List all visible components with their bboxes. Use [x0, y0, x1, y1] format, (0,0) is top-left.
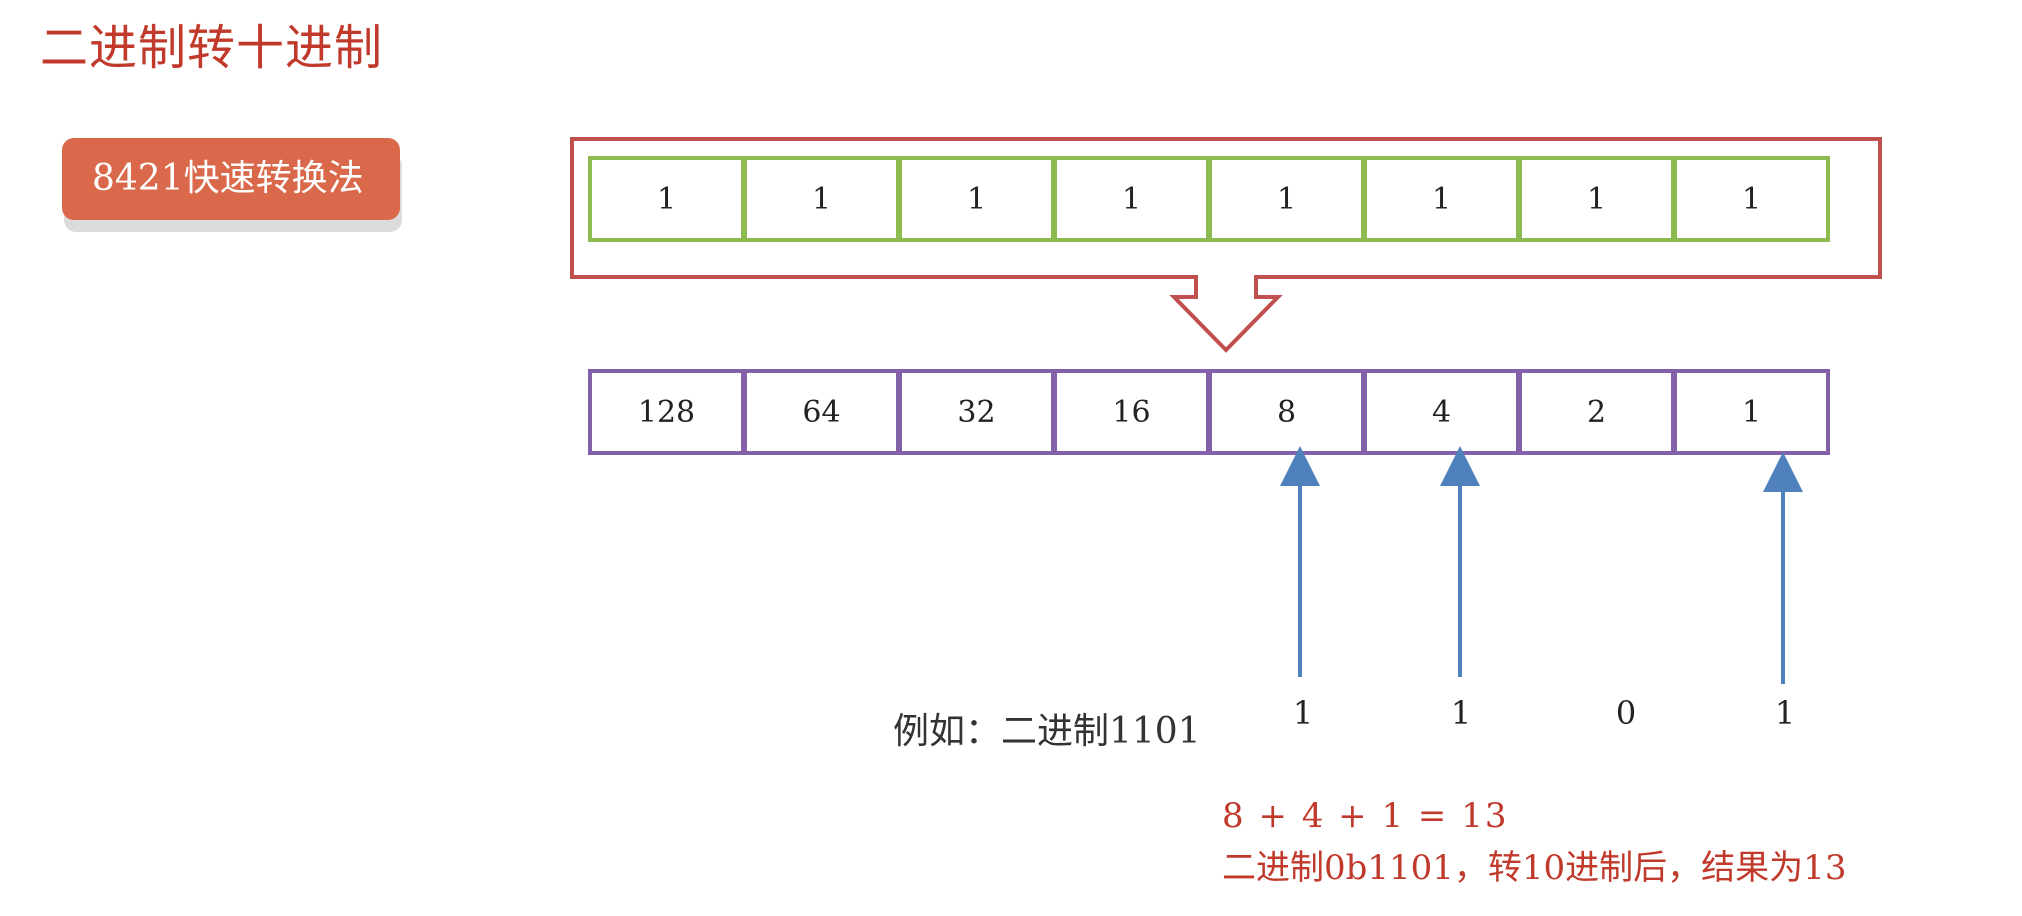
weight-cell: 32 [898, 369, 1055, 455]
weight-cell: 64 [743, 369, 900, 455]
bits-row: 1 1 1 1 1 1 1 1 [588, 156, 1830, 242]
bit-cell: 1 [743, 156, 900, 242]
bit-cell: 1 [1208, 156, 1365, 242]
weight-cell: 2 [1518, 369, 1675, 455]
weight-cell: 8 [1208, 369, 1365, 455]
example-label: 例如：二进制1101 [893, 711, 1201, 752]
method-badge: 8421快速转换法 [62, 138, 402, 234]
weight-cell: 4 [1363, 369, 1520, 455]
badge-label: 8421快速转换法 [62, 138, 400, 220]
result-text: 二进制0b1101，转10进制后，结果为13 [1222, 848, 1847, 888]
weights-row: 128 64 32 16 8 4 2 1 [588, 369, 1830, 455]
bit-cell: 1 [588, 156, 745, 242]
weight-cell: 16 [1053, 369, 1210, 455]
page-title: 二进制转十进制 [40, 20, 384, 76]
example-bit: 1 [1292, 694, 1314, 732]
bit-cell: 1 [1363, 156, 1520, 242]
example-bit: 0 [1615, 694, 1637, 732]
example-bit: 1 [1774, 694, 1796, 732]
bit-cell: 1 [1053, 156, 1210, 242]
sum-equation: 8 + 4 + 1 = 13 [1222, 796, 1509, 836]
bit-cell: 1 [1673, 156, 1830, 242]
bit-cell: 1 [898, 156, 1055, 242]
bit-cell: 1 [1518, 156, 1675, 242]
weight-cell: 1 [1673, 369, 1830, 455]
example-bit: 1 [1450, 694, 1472, 732]
weight-cell: 128 [588, 369, 745, 455]
